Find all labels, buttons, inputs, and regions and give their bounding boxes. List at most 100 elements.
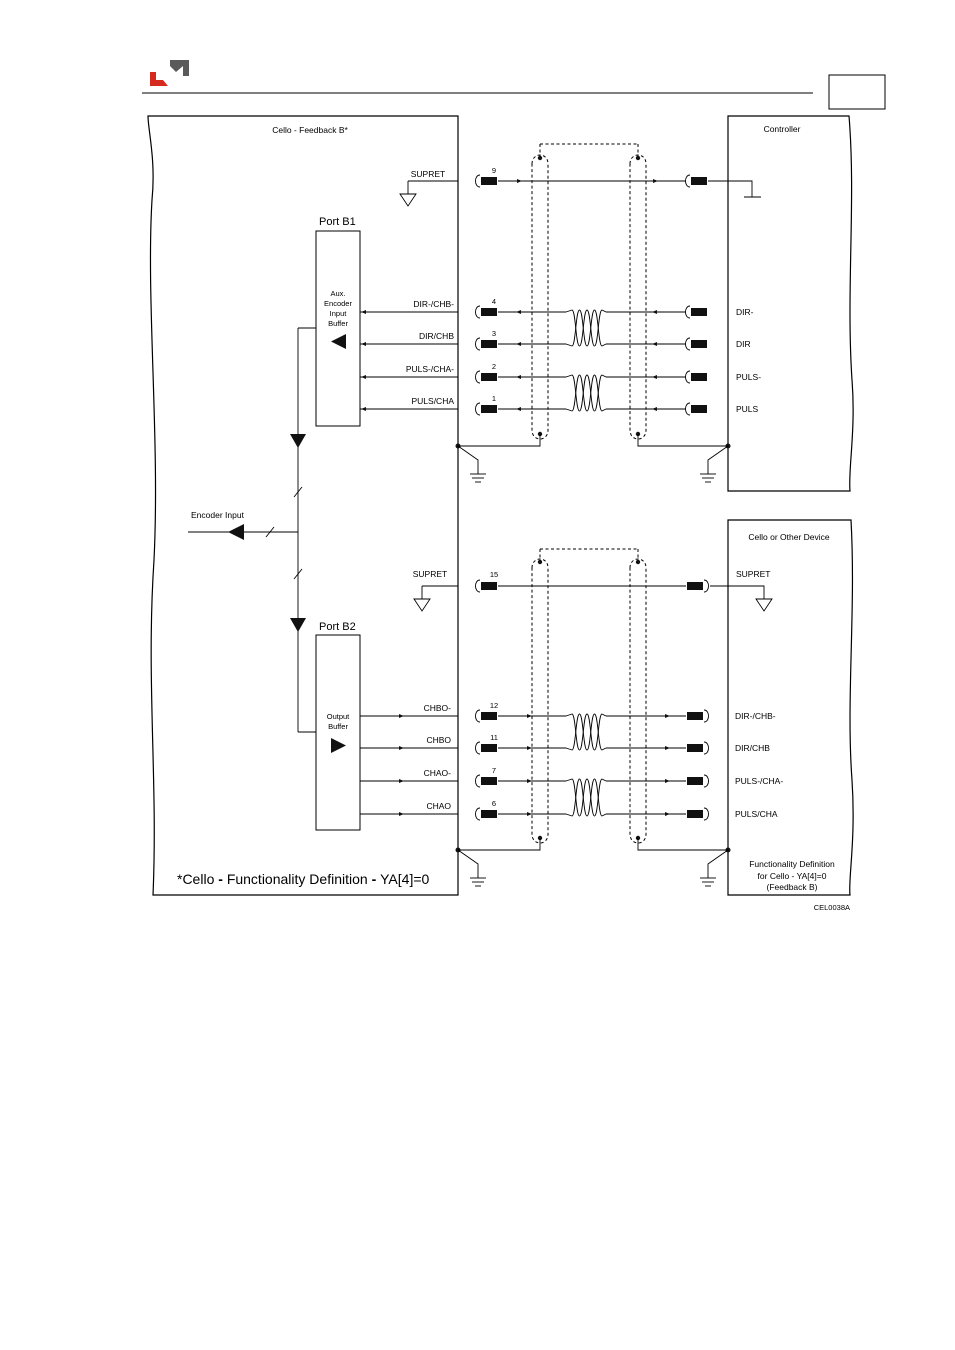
controller-connector-1 — [685, 402, 707, 416]
port-b2-buffer-line-1: Output — [327, 712, 350, 721]
device-label-6: PULS/CHA — [735, 809, 778, 819]
arrow-a-pin-2 — [516, 375, 521, 379]
device-title: Cello or Other Device — [748, 532, 830, 542]
signal-label-7: CHAO- — [424, 768, 452, 778]
arrow-pin-9-a — [517, 179, 522, 183]
signal-label-supret-top: SUPRET — [411, 169, 445, 179]
controller-title: Controller — [764, 124, 801, 134]
arrow-b-pin-4 — [652, 310, 657, 314]
pin-4: 4 — [492, 297, 496, 306]
connector-pin-1 — [475, 402, 497, 416]
port-b1-buffer-line-3: Input — [330, 309, 348, 318]
cello-block-outline — [147, 115, 459, 896]
pin-3: 3 — [492, 329, 496, 338]
cable-shield-top — [531, 143, 647, 440]
controller-label-1: PULS — [736, 404, 759, 414]
controller-label-4: DIR- — [736, 307, 754, 317]
figure-code: CEL0038A — [814, 903, 850, 912]
signal-label-6: CHAO — [426, 801, 451, 811]
controller-connector-3 — [685, 337, 707, 351]
device-supret-wire — [710, 585, 765, 599]
arrow-b-pin-1 — [652, 407, 657, 411]
signal-label-11: CHBO — [426, 735, 451, 745]
port-b1-buffer-triangle — [331, 334, 346, 349]
device-supret-ground-icon — [755, 598, 773, 612]
ground-bottom — [455, 559, 731, 887]
connector-pin-7 — [475, 774, 497, 788]
supret-top-ground-icon — [399, 193, 417, 207]
device-label-12: DIR-/CHB- — [735, 711, 776, 721]
left-arrow-pin-4 — [361, 310, 366, 314]
port-b1-buffer-line-1: Aux. — [330, 289, 345, 298]
arrow-a-pin-11 — [527, 746, 532, 750]
left-arrow-pin-11 — [399, 746, 404, 750]
device-connector-11 — [687, 741, 709, 755]
port-b1-buffer-line-2: Encoder — [324, 299, 352, 308]
left-arrow-pin-6 — [399, 812, 404, 816]
pin-12: 12 — [490, 701, 498, 710]
connector-pin-2 — [475, 370, 497, 384]
left-arrow-pin-12 — [399, 714, 404, 718]
signal-label-4: DIR-/CHB- — [413, 299, 454, 309]
arrow-b-pin-11 — [665, 746, 670, 750]
pin-15: 15 — [490, 570, 498, 579]
pin-11: 11 — [490, 733, 498, 742]
controller-label-3: DIR — [736, 339, 751, 349]
device-connector-7 — [687, 774, 709, 788]
cello-block-title: Cello - Feedback B* — [272, 125, 348, 135]
pin-9: 9 — [492, 166, 496, 175]
controller-connector-supret — [685, 174, 707, 188]
elmo-logo — [150, 60, 189, 86]
device-connector-12 — [687, 709, 709, 723]
port-b1-buffer — [315, 230, 361, 427]
device-block-outline — [727, 519, 854, 896]
encoder-input-label: Encoder Input — [191, 510, 245, 520]
signal-label-1: PULS/CHA — [411, 396, 454, 406]
device-label-11: DIR/CHB — [735, 743, 770, 753]
encoder-bus — [188, 327, 316, 733]
port-b2-buffer-triangle — [331, 738, 346, 753]
left-arrow-pin-3 — [361, 342, 366, 346]
arrow-b-pin-2 — [652, 375, 657, 379]
controller-connector-4 — [685, 305, 707, 319]
left-arrow-pin-7 — [399, 779, 404, 783]
device-footer-line-3: (Feedback B) — [766, 882, 817, 892]
port-b2-label: Port B2 — [319, 621, 356, 633]
twisted-pair-bottom-2 — [571, 778, 603, 817]
controller-connector-2 — [685, 370, 707, 384]
port-b1-buffer-line-4: Buffer — [328, 319, 348, 328]
connector-pin-4 — [475, 305, 497, 319]
signal-label-3: DIR/CHB — [419, 331, 454, 341]
device-footer-line-2: for Cello - YA[4]=0 — [758, 871, 827, 881]
page-number-box — [828, 74, 886, 110]
supret-bottom-ground-icon — [413, 598, 431, 612]
arrow-a-pin-12 — [527, 714, 532, 718]
connector-pin-11 — [475, 741, 497, 755]
connector-pin-12 — [475, 709, 497, 723]
twisted-pair-top-1 — [571, 309, 603, 347]
left-arrow-pin-1 — [361, 407, 366, 411]
footer-note: *Cello - Functionality Definition - YA[4… — [177, 871, 430, 887]
connector-pin-15 — [475, 579, 497, 593]
port-b2-buffer-line-2: Buffer — [328, 722, 348, 731]
connector-pin-3 — [475, 337, 497, 351]
arrow-a-pin-6 — [527, 812, 532, 816]
arrow-b-pin-6 — [665, 812, 670, 816]
device-label-supret: SUPRET — [736, 569, 770, 579]
signal-label-2: PULS-/CHA- — [406, 364, 454, 374]
arrow-a-pin-7 — [527, 779, 532, 783]
arrow-b-pin-12 — [665, 714, 670, 718]
pin-2: 2 — [492, 362, 496, 371]
device-connector-supret — [687, 579, 709, 593]
connector-pin-9 — [475, 174, 497, 188]
controller-block-outline — [727, 115, 854, 492]
arrow-a-pin-3 — [516, 342, 521, 346]
signal-label-supret-bottom: SUPRET — [413, 569, 447, 579]
cable-shield-bottom — [531, 548, 647, 844]
signal-label-12: CHBO- — [424, 703, 452, 713]
twisted-pair-top-2 — [571, 374, 603, 412]
controller-label-2: PULS- — [736, 372, 761, 382]
device-footer-line-1: Functionality Definition — [749, 859, 835, 869]
